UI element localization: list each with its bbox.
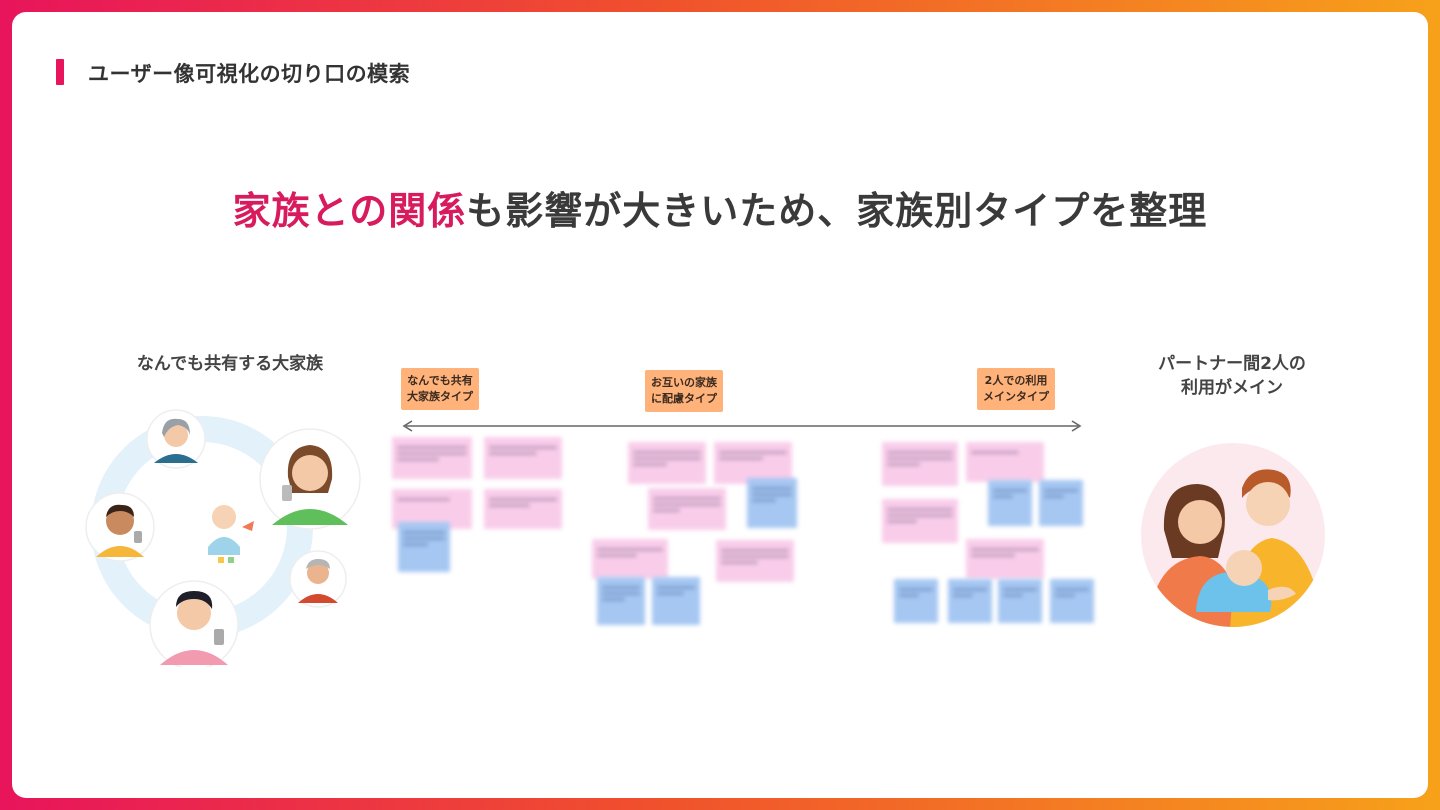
sticky-note: [747, 478, 797, 528]
headline-rest: も影響が大きいため、家族別タイプを整理: [466, 189, 1208, 233]
sticky-note: [1039, 480, 1083, 526]
grandmother-avatar: [146, 409, 206, 469]
son-avatar: [149, 580, 239, 667]
right-persona-label: パートナー間2人の 利用がメイン: [1118, 352, 1346, 400]
left-persona-label: なんでも共有する大家族: [136, 354, 324, 374]
section-accent-bar: [56, 59, 64, 85]
sticky-note: [484, 489, 562, 529]
axis-tag-considerate: お互いの家族 に配慮タイプ: [645, 370, 723, 412]
slide: ユーザー像可視化の切り口の模索 家族との関係も影響が大きいため、家族別タイプを整…: [12, 12, 1428, 798]
sticky-note: [966, 442, 1044, 482]
axis-tag-couple-line2: メインタイプ: [983, 390, 1049, 403]
section-title: ユーザー像可視化の切り口の模索: [88, 62, 411, 86]
mother-avatar: [259, 428, 361, 530]
headline-highlight: 家族との関係: [232, 189, 467, 233]
sticky-note: [652, 577, 700, 625]
sticky-note: [988, 480, 1032, 526]
right-persona-label-line2: 利用がメイン: [1181, 378, 1283, 398]
sticky-note: [714, 442, 792, 484]
sticky-note: [597, 577, 645, 625]
spectrum-axis-arrow: [402, 420, 1082, 432]
baby-avatar: [208, 505, 254, 563]
sticky-note: [392, 437, 472, 479]
sticky-note: [648, 488, 726, 530]
sticky-note: [628, 442, 706, 484]
axis-tag-large-family-line1: なんでも共有: [407, 374, 473, 387]
sticky-note: [894, 579, 938, 623]
sticky-note: [882, 499, 958, 543]
large-family-circle-illustration: [85, 409, 361, 667]
sticky-note: [484, 437, 562, 479]
axis-tag-large-family-line2: 大家族タイプ: [407, 390, 473, 403]
sticky-note: [948, 579, 992, 623]
sticky-note: [1050, 579, 1094, 623]
father-avatar: [85, 492, 155, 562]
sticky-note: [716, 540, 794, 582]
couple-with-baby-illustration: [1141, 443, 1325, 627]
sticky-note: [398, 522, 450, 572]
right-persona-label-line1: パートナー間2人の: [1158, 354, 1306, 374]
axis-tag-considerate-line1: お互いの家族: [651, 376, 717, 389]
grandfather-avatar: [289, 550, 347, 608]
axis-tag-large-family: なんでも共有 大家族タイプ: [401, 368, 479, 410]
sticky-note: [592, 539, 668, 579]
headline: 家族との関係も影響が大きいため、家族別タイプを整理: [12, 180, 1428, 235]
axis-tag-couple: 2人での利用 メインタイプ: [977, 368, 1055, 410]
axis-tag-considerate-line2: に配慮タイプ: [651, 392, 717, 405]
sticky-note: [966, 539, 1044, 579]
sticky-note: [882, 442, 958, 486]
axis-tag-couple-line1: 2人での利用: [984, 374, 1048, 387]
sticky-note: [998, 579, 1042, 623]
